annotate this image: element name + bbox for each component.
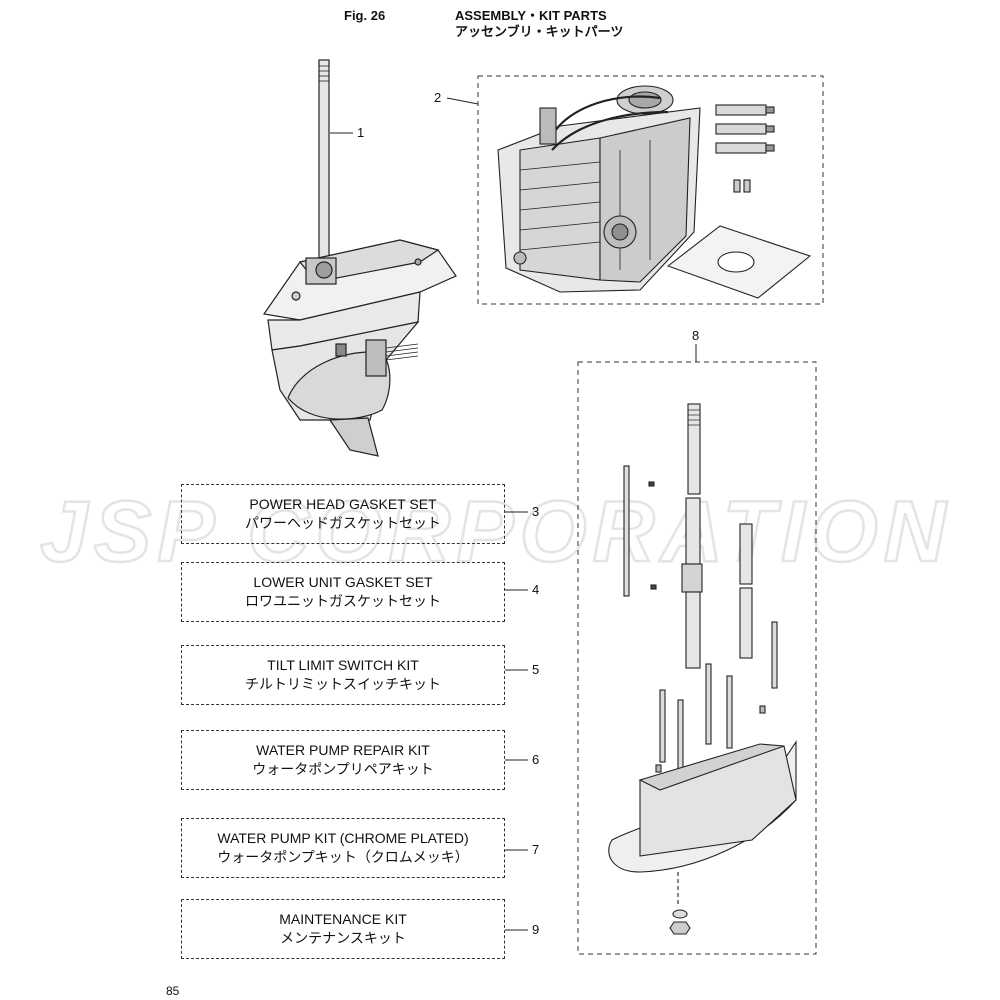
kit-power-head-gasket-set: POWER HEAD GASKET SET パワーヘッドガスケットセット xyxy=(181,484,505,544)
callout-1: 1 xyxy=(357,125,365,140)
kit-label-jp: メンテナンスキット xyxy=(280,930,406,946)
kit-label-jp: ウォータポンプリペアキット xyxy=(252,761,434,777)
figure-title-en: ASSEMBLY・KIT PARTS xyxy=(455,8,607,23)
figure-title-jp: アッセンブリ・キットパーツ xyxy=(455,24,624,39)
page-number: 85 xyxy=(166,984,180,998)
driveshaft-group-box xyxy=(577,361,817,955)
watermark-logo: JSP CORPORATION xyxy=(40,495,952,575)
kit-label-jp: ロワユニットガスケットセット xyxy=(245,593,441,609)
callout-7: 7 xyxy=(532,842,540,857)
callout-5: 5 xyxy=(532,662,540,677)
callout-4: 4 xyxy=(532,582,540,597)
leader-lines xyxy=(330,97,697,931)
kit-label-en: LOWER UNIT GASKET SET xyxy=(253,574,433,590)
figure-number: Fig. 26 xyxy=(344,8,386,23)
watermark-text: JSP CORPORATION xyxy=(40,495,952,575)
kit-water-pump-kit-chrome: WATER PUMP KIT (CHROME PLATED) ウォータポンプキッ… xyxy=(181,818,505,878)
kit-water-pump-repair-kit: WATER PUMP REPAIR KIT ウォータポンプリペアキット xyxy=(181,730,505,790)
callout-2: 2 xyxy=(434,90,442,105)
callout-6: 6 xyxy=(532,752,540,767)
kit-lower-unit-gasket-set: LOWER UNIT GASKET SET ロワユニットガスケットセット xyxy=(181,562,505,622)
kit-label-en: WATER PUMP REPAIR KIT xyxy=(256,742,430,758)
kit-label-en: POWER HEAD GASKET SET xyxy=(249,496,437,512)
callout-9: 9 xyxy=(532,922,540,937)
kit-label-en: WATER PUMP KIT (CHROME PLATED) xyxy=(217,830,469,846)
kit-label-jp: ウォータポンプキット（クロムメッキ） xyxy=(217,849,469,865)
kit-label-en: MAINTENANCE KIT xyxy=(279,911,407,927)
kit-label-jp: チルトリミットスイッチキット xyxy=(245,676,441,692)
powerhead-illustration xyxy=(497,85,812,299)
callout-3: 3 xyxy=(532,504,540,519)
figure-title: ASSEMBLY・KIT PARTS アッセンブリ・キットパーツ xyxy=(455,8,623,40)
kit-label-jp: パワーヘッドガスケットセット xyxy=(245,515,441,531)
kit-label-en: TILT LIMIT SWITCH KIT xyxy=(267,657,419,673)
lower-unit-illustration xyxy=(262,59,457,457)
callout-8: 8 xyxy=(692,328,700,343)
powerhead-group-box xyxy=(477,75,824,305)
kit-tilt-limit-switch-kit: TILT LIMIT SWITCH KIT チルトリミットスイッチキット xyxy=(181,645,505,705)
kit-maintenance-kit: MAINTENANCE KIT メンテナンスキット xyxy=(181,899,505,959)
driveshaft-illustration xyxy=(608,403,797,935)
